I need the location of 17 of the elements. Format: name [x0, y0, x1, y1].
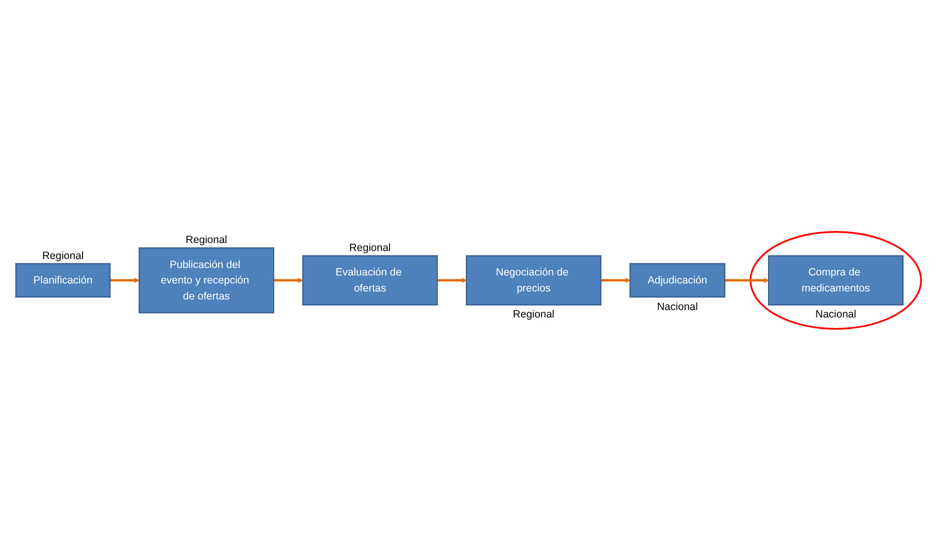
level-label: Nacional [815, 308, 856, 320]
arrow [274, 277, 304, 283]
node-box: Publicación del evento y recepción de ofertas [138, 246, 274, 314]
arrow [110, 277, 140, 283]
level-label: Nacional [657, 300, 698, 312]
node-box: Evaluación de ofertas [302, 254, 438, 306]
level-label: Regional [42, 250, 84, 262]
level-label: Regional [512, 308, 554, 320]
node-box: Planificación [15, 262, 111, 298]
arrow [437, 277, 467, 283]
node-box: Negociación de precios [466, 254, 602, 306]
node-box: Compra de medicamentos [768, 254, 904, 306]
arrow [600, 277, 630, 283]
node-box: Adjudicación [629, 262, 726, 298]
level-label: Regional [186, 234, 228, 246]
level-label: Regional [349, 242, 391, 254]
arrow [724, 277, 769, 283]
